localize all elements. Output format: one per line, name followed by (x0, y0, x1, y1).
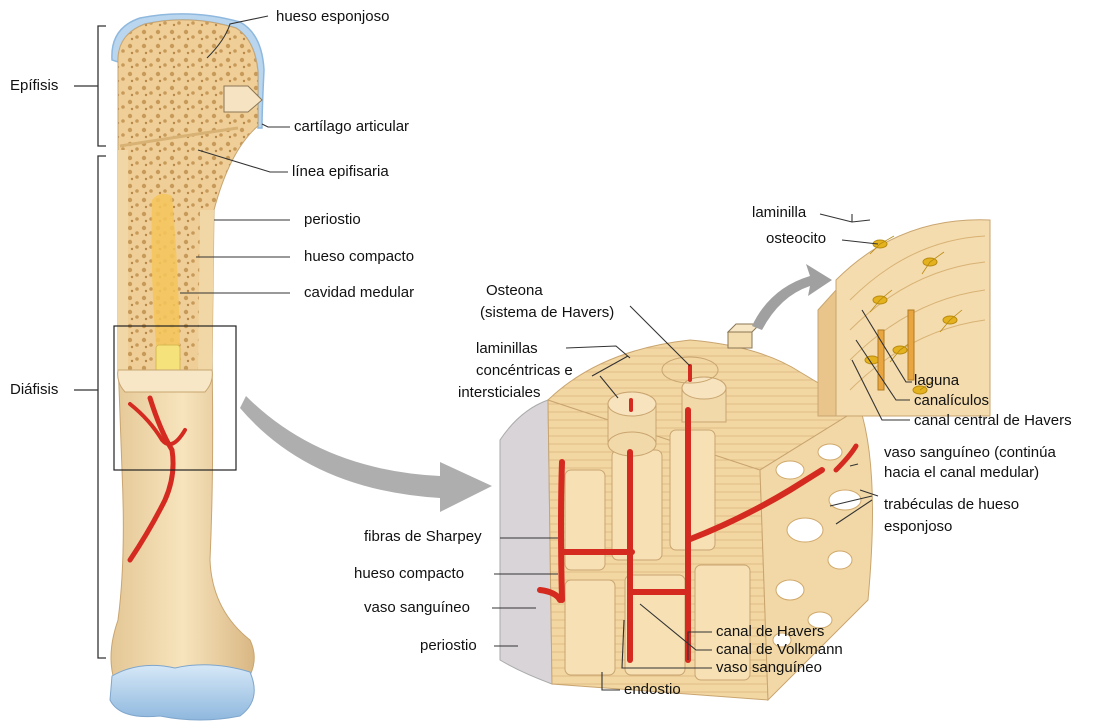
cortex-right (198, 210, 214, 370)
bone-cut-upper (118, 20, 258, 370)
label-canal-havers: canal de Havers (716, 623, 824, 641)
label-hueso-compacto-bottom: hueso compacto (354, 565, 464, 583)
label-cartilago-articular: cartílago articular (294, 118, 409, 136)
periosteum-shell (500, 400, 552, 684)
label-osteocito: osteocito (766, 230, 826, 248)
label-laminillas-2: concéntricas e (476, 362, 573, 380)
label-linea-epifisaria: línea epifisaria (292, 163, 389, 181)
label-osteona: Osteona (486, 282, 543, 300)
label-canaliculos: canalículos (914, 392, 989, 410)
label-laminillas-3: intersticiales (458, 384, 541, 402)
label-epifisis: Epífisis (10, 77, 58, 95)
label-trabeculas-1: trabéculas de hueso (884, 496, 1019, 514)
shaft-cut-face (118, 370, 213, 392)
label-trabeculas-2: esponjoso (884, 518, 952, 536)
label-diafisis: Diáfisis (10, 381, 58, 399)
label-canal-central: canal central de Havers (914, 412, 1072, 430)
epifisis-bracket (74, 26, 106, 146)
long-bone (110, 14, 264, 720)
cortex-left (118, 150, 128, 370)
label-vaso-continua-1: vaso sanguíneo (continúa (884, 444, 1056, 462)
label-periostio-bottom: periostio (420, 637, 477, 655)
distal-cartilage (110, 665, 254, 720)
label-canal-volkmann: canal de Volkmann (716, 641, 843, 659)
detail-side (818, 290, 836, 416)
label-vaso-sanguineo-left: vaso sanguíneo (364, 599, 470, 617)
label-hueso-compacto-top: hueso compacto (304, 248, 414, 266)
label-cavidad-medular: cavidad medular (304, 284, 414, 302)
label-vaso-sanguineo-bottom: vaso sanguíneo (716, 659, 822, 677)
label-endostio: endostio (624, 681, 681, 699)
brackets (74, 26, 106, 658)
osteocyte-detail (818, 220, 990, 416)
diafisis-bracket (74, 156, 106, 658)
label-fibras-sharpey: fibras de Sharpey (364, 528, 482, 546)
bone-shaft-lower (111, 360, 254, 690)
label-vaso-continua-2: hacia el canal medular) (884, 464, 1039, 482)
label-sistema-havers: (sistema de Havers) (480, 304, 614, 322)
label-laguna: laguna (914, 372, 959, 390)
zoom-arrow-main (240, 396, 492, 512)
label-laminilla: laminilla (752, 204, 806, 222)
label-laminillas-1: laminillas (476, 340, 538, 358)
label-periostio-top: periostio (304, 211, 361, 229)
label-hueso-esponjoso: hueso esponjoso (276, 8, 389, 26)
